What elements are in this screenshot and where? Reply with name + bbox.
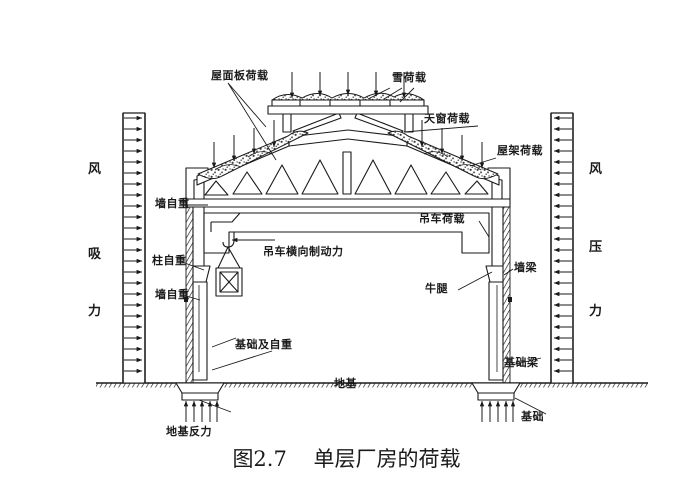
label-wall-self-weight-lower: 墙自重 [155, 288, 190, 301]
roof-load-arrows [211, 120, 485, 169]
crane-bridge [203, 212, 490, 297]
wind-suction-char-1: 风 [88, 162, 102, 177]
wind-pressure-char-2: 压 [589, 240, 603, 255]
wind-suction-diagram-left [122, 112, 146, 384]
label-subgrade-reaction: 地基反力 [166, 425, 212, 438]
label-snow-load: 雪荷载 [392, 71, 427, 84]
label-wall-self-weight-upper: 墙自重 [155, 197, 190, 210]
label-crane-lateral-braking-force: 吊车横向制动力 [263, 245, 344, 258]
roof-monitor [267, 99, 429, 135]
skylight-load-arrows [289, 72, 407, 99]
label-truss-load: 屋架荷载 [497, 144, 543, 157]
wind-suction-char-2: 吸 [88, 247, 102, 262]
label-column-self-weight: 柱自重 [152, 254, 187, 267]
label-corbel: 牛腿 [425, 282, 448, 295]
label-crane-load: 吊车荷载 [419, 212, 465, 225]
wind-pressure-char-1: 风 [589, 162, 603, 177]
label-foundation-and-self-weight: 基础及自重 [235, 338, 293, 351]
label-wall-beam: 墙梁 [514, 261, 537, 274]
label-foundation: 基础 [521, 410, 544, 423]
wind-suction-char-3: 力 [88, 304, 102, 319]
label-foundation-beam: 基础梁 [504, 356, 539, 369]
figure-caption: 图2.7 单层厂房的荷载 [232, 447, 461, 471]
snow-layer-roof-left [197, 130, 309, 180]
label-roof-panel-load: 屋面板荷载 [211, 69, 269, 82]
snow-layer-roof-right [387, 130, 499, 180]
label-subgrade: 地基 [334, 377, 357, 390]
right-column-assembly [471, 167, 521, 422]
wind-pressure-char-3: 力 [589, 304, 603, 319]
leader-lines [181, 82, 547, 415]
wind-pressure-diagram-right [550, 112, 574, 384]
left-column-assembly [175, 167, 225, 422]
label-skylight-load: 天窗荷载 [424, 112, 470, 125]
